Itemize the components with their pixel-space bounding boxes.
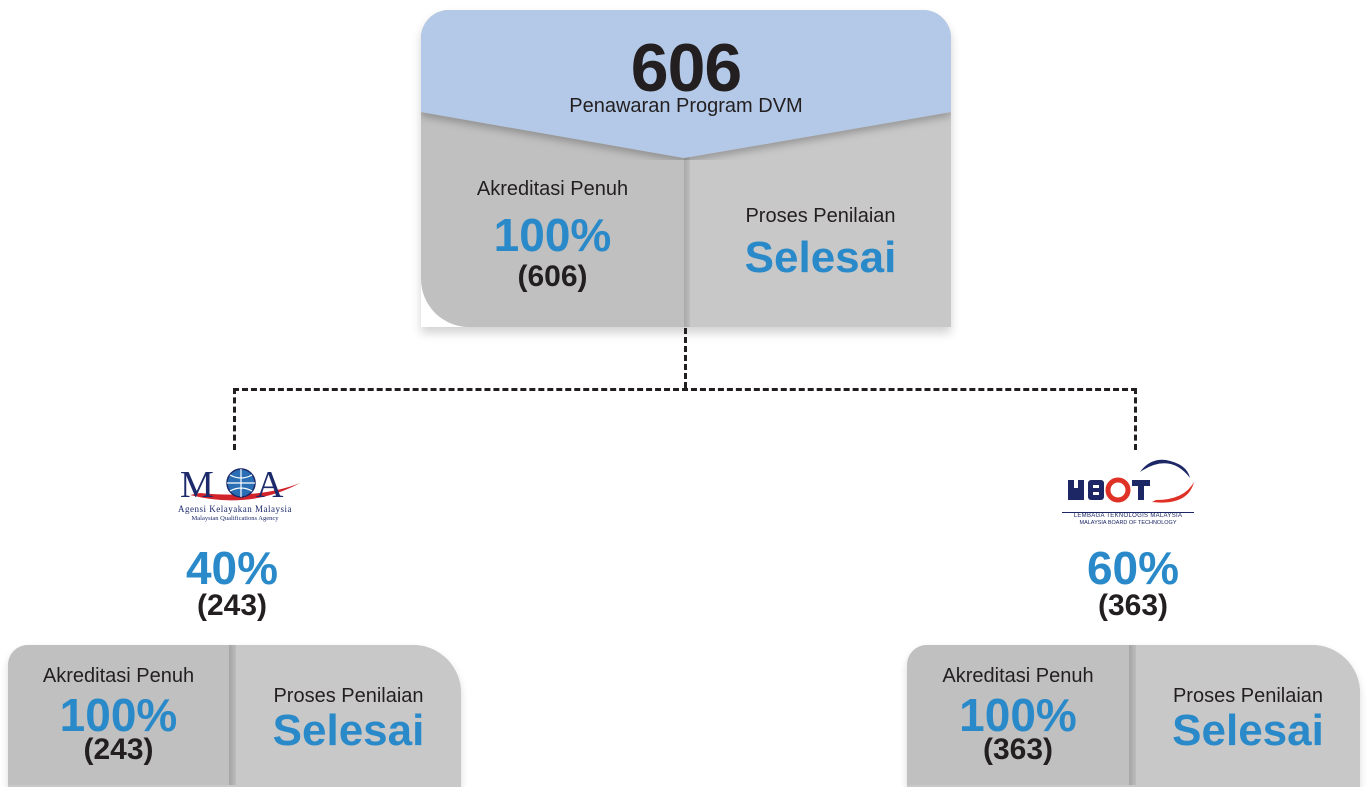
mqa-card: Akreditasi Penuh 100% (243) Proses Penil… [8, 645, 461, 787]
total-accreditation-percent: 100% [493, 209, 612, 261]
mqa-share-percent: 40% [185, 542, 279, 594]
total-program-count: 606 [630, 30, 742, 106]
total-assessment-label: Proses Penilaian [745, 205, 896, 227]
mbot-card-right-cell [1136, 645, 1360, 785]
total-banner [421, 10, 951, 158]
connector-left-drop [233, 388, 236, 450]
mqa-assessment-label: Proses Penilaian [273, 685, 424, 707]
mbot-share-count: (363) [1097, 589, 1169, 622]
mbot-card: Akreditasi Penuh 100% (363) Proses Penil… [907, 645, 1360, 787]
svg-text:M: M [180, 464, 214, 505]
connector-right-drop [1134, 388, 1137, 450]
connector-trunk [684, 328, 687, 388]
mbot-assessment-status: Selesai [1172, 706, 1324, 755]
mqa-accreditation-count: (243) [83, 733, 154, 766]
mqa-logo-line2: Malaysian Qualifications Agency [191, 515, 279, 522]
mqa-share-count: (243) [196, 589, 268, 622]
mbot-orbit-logo-icon [1068, 459, 1194, 503]
mqa-logo-line1: Agensi Kelayakan Malaysia [178, 504, 292, 514]
mqa-logo: M A Agensi Kelayakan Malaysia Malaysian … [160, 455, 310, 530]
mbot-accreditation-percent: 100% [959, 689, 1077, 741]
total-assessment-status: Selesai [744, 233, 897, 282]
total-program-subtitle: Penawaran Program DVM [569, 95, 803, 117]
total-card: 606 Penawaran Program DVM Akreditasi Pen… [421, 10, 951, 327]
mbot-logo-line2: MALAYSIA BOARD OF TECHNOLOGY [1079, 520, 1177, 526]
total-card-divider [684, 10, 690, 327]
mbot-accreditation-label: Akreditasi Penuh [942, 665, 1094, 687]
total-card-corner [421, 279, 469, 327]
mqa-card-right-cell [236, 645, 461, 785]
mqa-accreditation-percent: 100% [59, 689, 178, 741]
mbot-accreditation-count: (363) [982, 733, 1054, 766]
mbot-share-percent: 60% [1086, 542, 1180, 594]
svg-text:A: A [256, 464, 284, 505]
mbot-logo-line1: LEMBAGA TEKNOLOGIS MALAYSIA [1062, 512, 1194, 519]
mbot-card-divider [1129, 645, 1136, 785]
total-accreditation-label: Akreditasi Penuh [476, 178, 629, 200]
mqa-card-divider [229, 645, 236, 785]
mbot-logo: LEMBAGA TEKNOLOGIS MALAYSIA MALAYSIA BOA… [1062, 450, 1212, 530]
mbot-card-left-cell [907, 645, 1129, 785]
mbot-assessment-label: Proses Penilaian [1172, 685, 1324, 707]
mqa-globe-logo-icon: M A [180, 464, 300, 505]
connector-branch [233, 388, 1137, 391]
mqa-accreditation-label: Akreditasi Penuh [42, 665, 195, 687]
mqa-assessment-status: Selesai [272, 706, 425, 755]
total-accreditation-count: (606) [517, 260, 588, 293]
mqa-card-left-cell [8, 645, 229, 785]
